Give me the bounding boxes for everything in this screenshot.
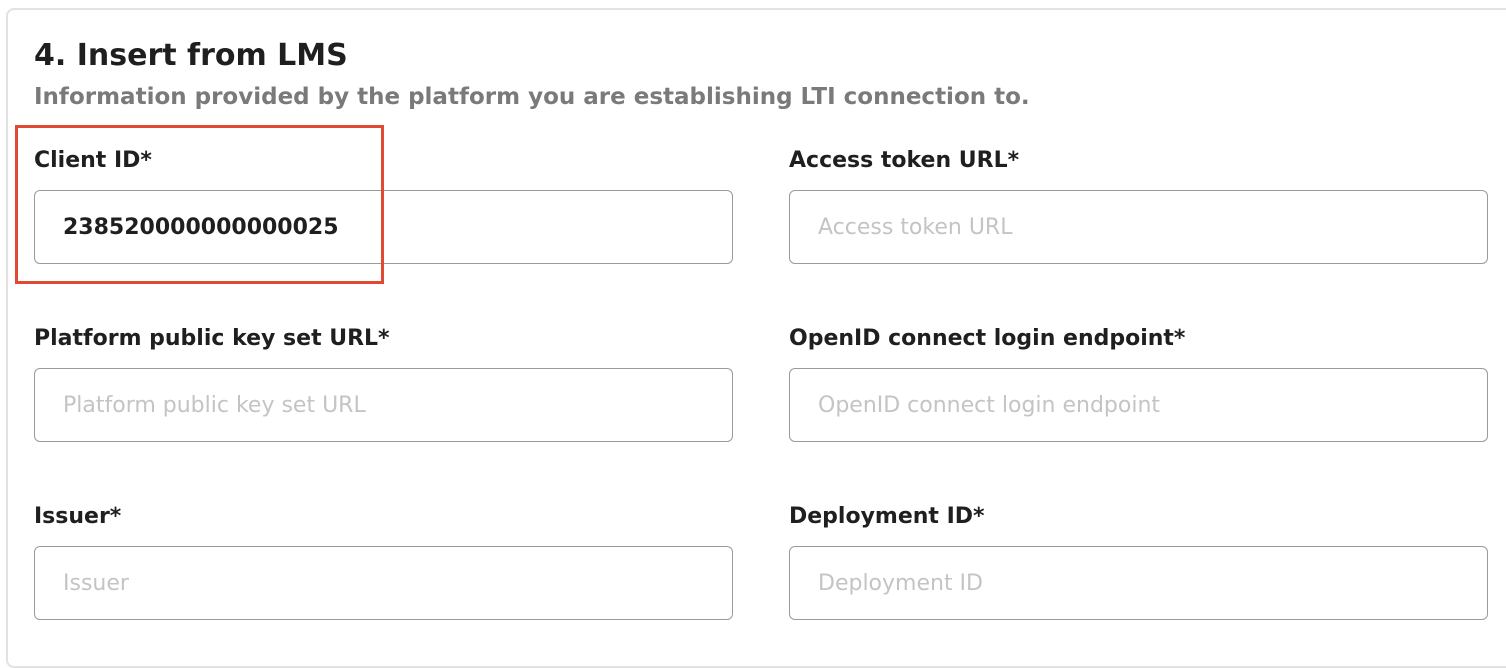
section-title: 4. Insert from LMS <box>34 38 348 73</box>
issuer-label: Issuer* <box>34 504 122 529</box>
client-id-input[interactable] <box>34 190 733 264</box>
openid-connect-login-endpoint-input[interactable] <box>789 368 1488 442</box>
platform-public-key-set-url-label: Platform public key set URL* <box>34 326 390 351</box>
client-id-label: Client ID* <box>34 148 152 173</box>
section-subtitle: Information provided by the platform you… <box>34 84 1030 110</box>
access-token-url-input[interactable] <box>789 190 1488 264</box>
deployment-id-input[interactable] <box>789 546 1488 620</box>
openid-connect-login-endpoint-label: OpenID connect login endpoint* <box>789 326 1186 351</box>
access-token-url-label: Access token URL* <box>789 148 1020 173</box>
platform-public-key-set-url-input[interactable] <box>34 368 733 442</box>
deployment-id-label: Deployment ID* <box>789 504 985 529</box>
issuer-input[interactable] <box>34 546 733 620</box>
